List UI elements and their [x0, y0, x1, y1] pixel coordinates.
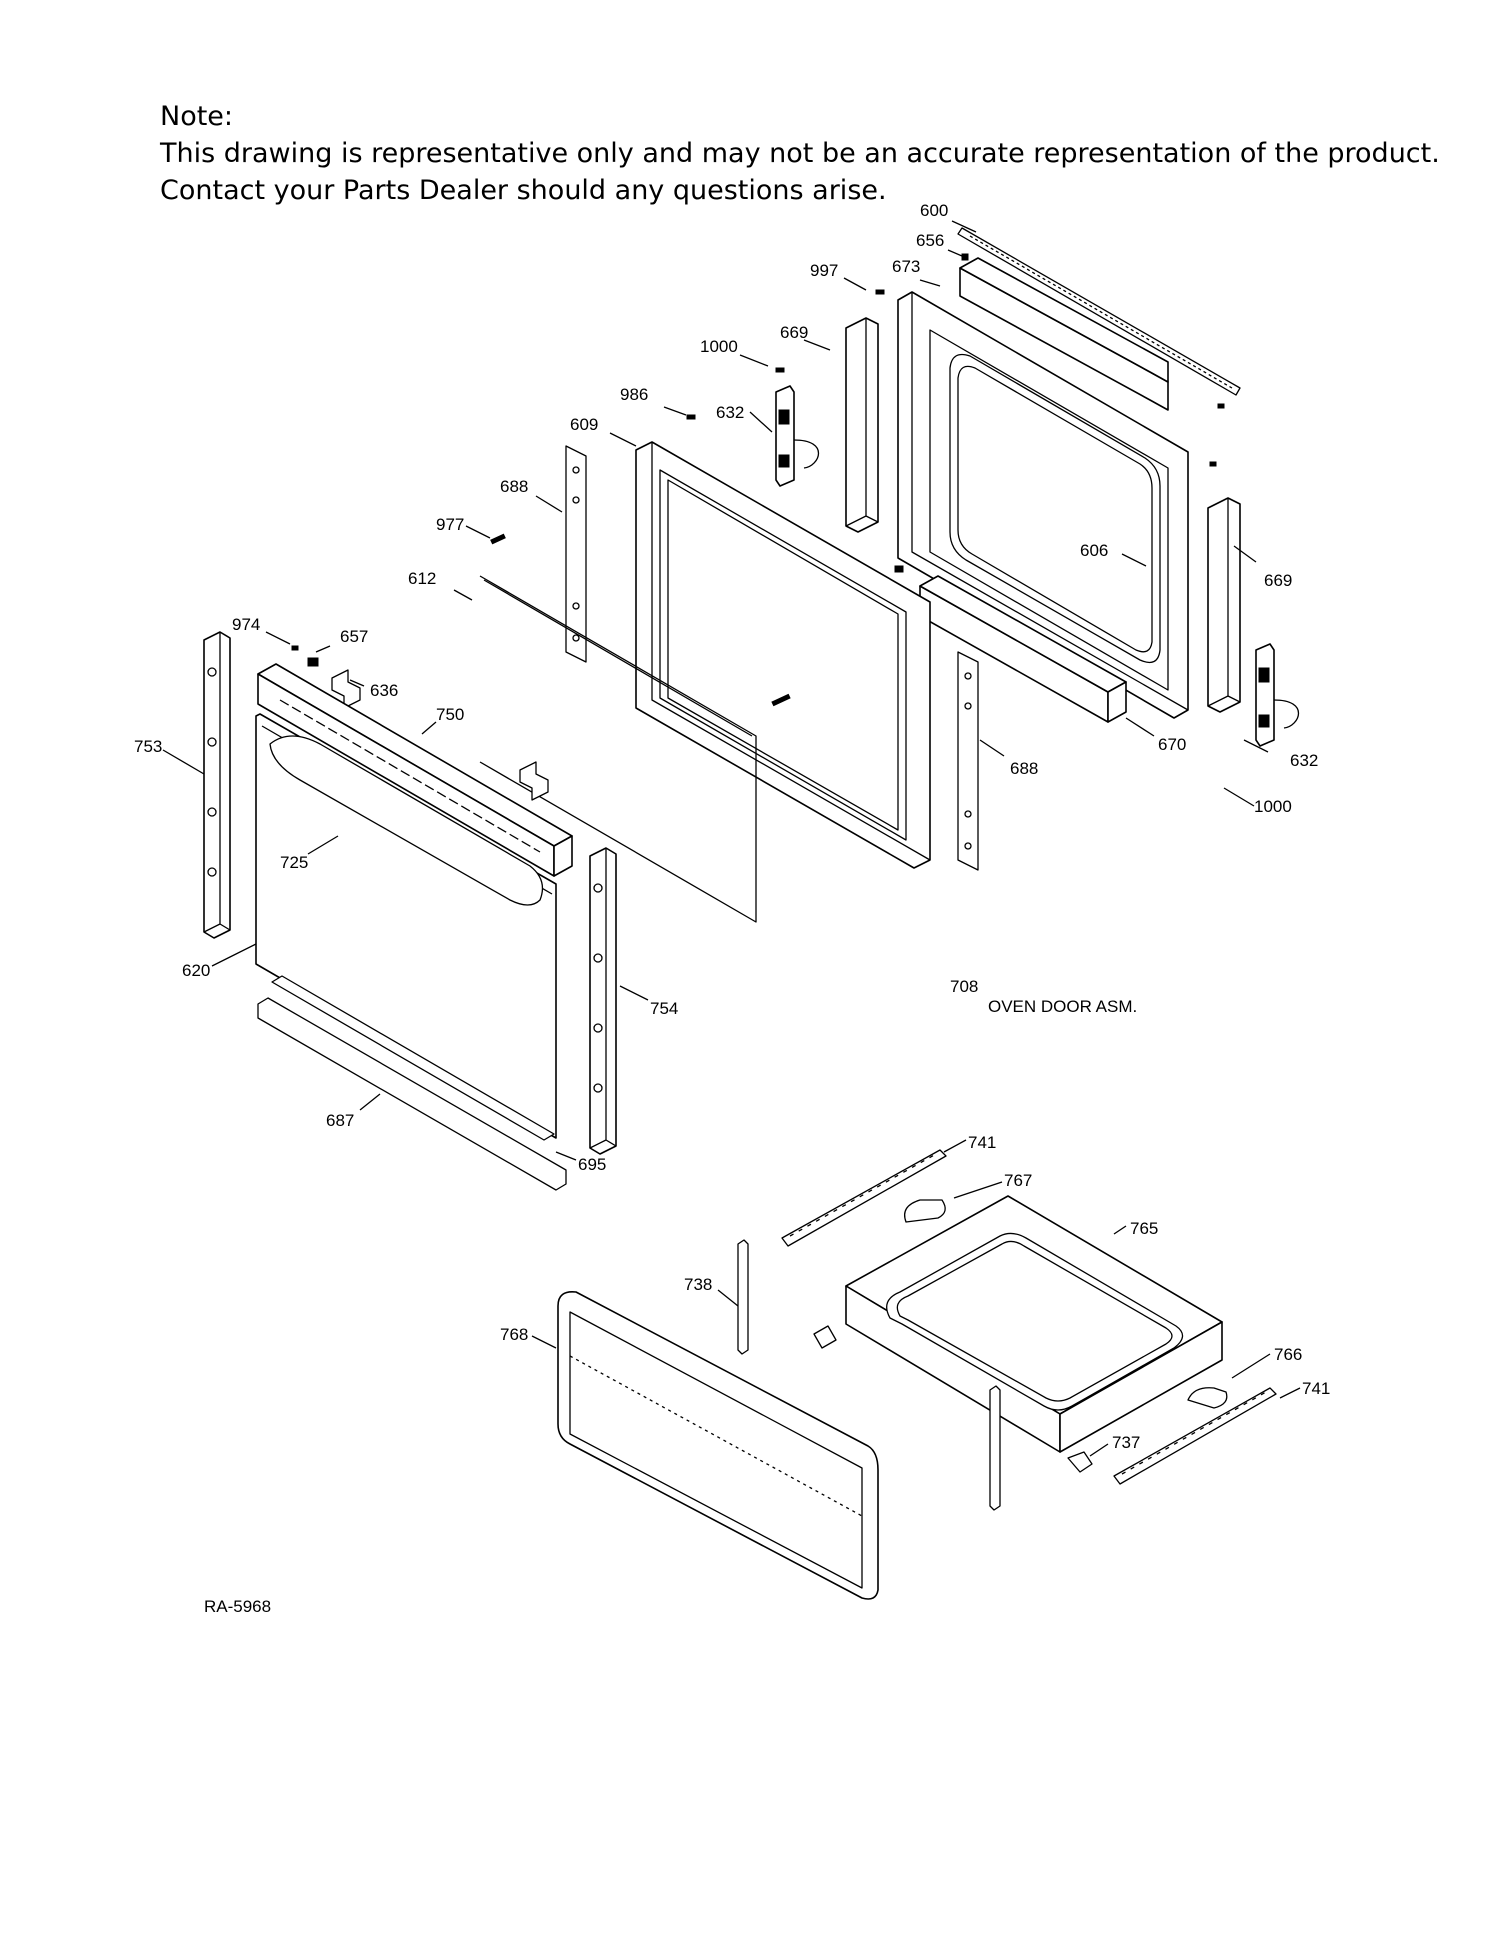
callout-636: 636: [370, 681, 398, 700]
callout-656: 656: [916, 231, 944, 250]
part-drawer-side-rail-front: [989, 1385, 1001, 1511]
callout-1000-right: 1000: [1254, 797, 1292, 816]
callout-738: 738: [684, 1275, 712, 1294]
callout-669: 669: [780, 323, 808, 342]
part-741-drawer-rail-right: [1113, 1387, 1277, 1485]
part-600-gasket: [957, 227, 1241, 396]
callout-688-right: 688: [1010, 759, 1038, 778]
callout-741-right: 741: [1302, 1379, 1330, 1398]
part-753-side-trim-left: [203, 631, 231, 939]
callout-741: 741: [968, 1133, 996, 1152]
callout-1000: 1000: [700, 337, 738, 356]
callout-688: 688: [500, 477, 528, 496]
callout-labels: 600 656 997 673 669 1000 986 632 609 688…: [134, 201, 1330, 1452]
part-632-hinge-left: [775, 385, 819, 487]
callout-620: 620: [182, 961, 210, 980]
callout-632: 632: [716, 403, 744, 422]
part-754-side-trim-right: [589, 847, 617, 1155]
part-drawer-stop-left: [813, 1325, 837, 1349]
callout-695: 695: [578, 1155, 606, 1174]
note-line-2: Contact your Parts Dealer should any que…: [160, 175, 887, 206]
callout-977: 977: [436, 515, 464, 534]
part-636-bracket: [331, 669, 549, 801]
part-inner-door-panel: [897, 291, 1189, 719]
callout-609: 609: [570, 415, 598, 434]
callout-767: 767: [1004, 1171, 1032, 1190]
callout-766: 766: [1274, 1345, 1302, 1364]
part-632-hinge-right: [1255, 643, 1299, 747]
part-738-drawer-side-rail: [737, 1239, 749, 1355]
callout-687: 687: [326, 1111, 354, 1130]
part-612-glass: [479, 575, 757, 923]
callout-612: 612: [408, 569, 436, 588]
part-688-bracket-right: [957, 651, 979, 871]
part-737-drawer-stop: [1067, 1451, 1093, 1473]
callout-765: 765: [1130, 1219, 1158, 1238]
callout-657: 657: [340, 627, 368, 646]
drawing-id: RA-5968: [204, 1597, 271, 1616]
part-687-bottom-trim: [257, 975, 567, 1191]
callout-750: 750: [436, 705, 464, 724]
assembly-name: OVEN DOOR ASM.: [988, 997, 1137, 1016]
callout-725: 725: [280, 853, 308, 872]
callout-754: 754: [650, 999, 678, 1018]
leader-lines: [162, 220, 1301, 1457]
part-688-bracket-left: [565, 445, 587, 663]
callout-673: 673: [892, 257, 920, 276]
part-669-insulation-strip-left: [845, 317, 879, 533]
callout-606: 606: [1080, 541, 1108, 560]
small-fasteners: [291, 253, 1225, 707]
callout-737: 737: [1112, 1433, 1140, 1452]
callout-974: 974: [232, 615, 260, 634]
part-750-vent-trim: [257, 663, 573, 877]
assembly-number: 708: [950, 977, 978, 996]
part-766-drawer-glide: [1187, 1387, 1228, 1409]
callout-600: 600: [920, 201, 948, 220]
callout-670: 670: [1158, 735, 1186, 754]
part-609-door-frame: [635, 441, 931, 869]
part-673-insulation: [959, 257, 1169, 411]
disclaimer-note: Note: This drawing is representative onl…: [160, 98, 1440, 209]
part-765-drawer-body: [845, 1195, 1223, 1453]
callout-669-right: 669: [1264, 571, 1292, 590]
note-heading: Note:: [160, 101, 234, 132]
part-670-insulation: [919, 575, 1127, 723]
part-620-outer-door-panel: [255, 713, 557, 1139]
note-line-1: This drawing is representative only and …: [160, 138, 1440, 169]
callout-768: 768: [500, 1325, 528, 1344]
part-669-insulation-strip-right: [1207, 497, 1241, 713]
part-741-drawer-rail-left: [781, 1149, 947, 1247]
callout-632-right: 632: [1290, 751, 1318, 770]
callout-997: 997: [810, 261, 838, 280]
callout-753: 753: [134, 737, 162, 756]
callout-986: 986: [620, 385, 648, 404]
part-768-drawer-front: [557, 1290, 879, 1600]
part-767-drawer-glide: [903, 1199, 946, 1223]
